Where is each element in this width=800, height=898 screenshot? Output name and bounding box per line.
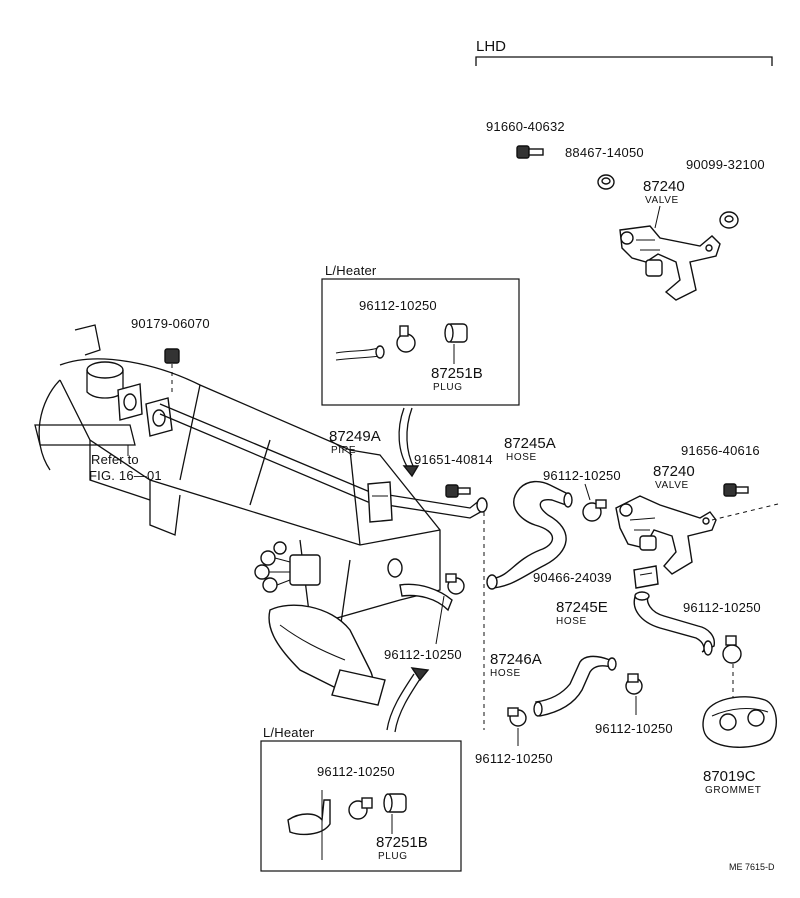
inset-bottom-plug-name: PLUG [378,851,408,862]
inset-top-arrow [398,407,409,469]
hose-e-name: HOSE [556,616,587,627]
hose-246-number: 87246A [490,651,542,668]
part-91651-40814: 91651-40814 [414,452,493,467]
engine-hose-stub-icon [399,583,453,612]
inset-bottom-clamp-icon [348,797,373,820]
inset-bottom-title: L/Heater [263,725,315,740]
inset-bottom-plug-icon [383,793,407,813]
clamp-upper-icon [582,499,607,522]
inset-bottom-arrow [394,675,423,733]
inset-top-clamp-icon [396,325,416,353]
inset-top-clamp-part: 96112-10250 [359,298,437,313]
hose-87246a-icon [533,655,617,717]
pipe-number: 87249A [329,428,381,445]
lhd-valve-assembly: 91660-40632 88467-14050 90099-32100 8724… [486,119,765,301]
figure-code: ME 7615-D [729,862,775,872]
hose-87245e-icon [633,591,715,656]
clip-90466-icon [633,565,659,589]
pipe-name: PIPE [331,445,356,456]
inset-bottom: L/Heater 96112-10250 87251B PLUG [260,725,462,872]
inset-top-plug-part: 87251B [431,365,483,382]
refer-line-1: Refer to [91,452,139,467]
inset-top-title: L/Heater [325,263,377,278]
gasket-icon [117,383,173,437]
clamp-mid-icon [625,673,643,695]
lhd-label: LHD [476,38,506,55]
part-90179-06070: 90179-06070 [131,316,210,331]
bolt-91660-icon [516,145,544,159]
valve-icon [615,495,717,575]
lhd-section: LHD [475,38,773,66]
part-91656-40616: 91656-40616 [681,443,760,458]
part-clamp-lower: 96112-10250 [475,751,553,766]
hose-a-number: 87245A [504,435,556,452]
part-clamp-mid: 96112-10250 [595,721,673,736]
grommet-number: 87019C [703,768,756,785]
part-clamp-engine: 96112-10250 [384,647,462,662]
part-clamp-upper: 96112-10250 [543,468,621,483]
bolt-91656-icon [723,483,749,497]
engine-block [34,324,441,706]
inset-bottom-clamp-part: 96112-10250 [317,764,395,779]
hose-a-name: HOSE [506,452,537,463]
part-clamp-right: 96112-10250 [683,600,761,615]
part-90099-32100: 90099-32100 [686,157,765,172]
inset-top-plug-name: PLUG [433,382,463,393]
grommet-icon [702,696,777,748]
part-88467-14050: 88467-14050 [565,145,644,160]
valve-lhd-name: VALVE [645,195,679,206]
nut-88467-icon [597,174,615,190]
part-91660-40632: 91660-40632 [486,119,565,134]
grommet-name: GROMMET [705,785,761,796]
distributor-icon [254,541,321,593]
hose-e-number: 87245E [556,599,608,616]
inset-top: L/Heater 96112-10250 87251B PLUG [321,263,520,406]
valve-number: 87240 [653,463,695,480]
valve-name: VALVE [655,480,689,491]
bolt-90179-icon [164,348,180,396]
valve-lhd-number: 87240 [643,178,685,195]
part-90466-24039: 90466-24039 [533,570,612,585]
clamp-right-icon [722,635,742,664]
bolt-91651-icon [445,484,471,498]
pipe-87249a-icon [159,403,488,523]
inset-bottom-frame [260,740,462,872]
inset-top-hose-icon [335,347,379,354]
inset-top-plug-icon [444,323,468,343]
refer-line-2: FIG. 16—01 [89,468,162,483]
inset-top-frame [321,278,520,406]
hose-246-name: HOSE [490,668,521,679]
clamp-lower-icon [507,707,527,727]
hose-87245a-icon [486,480,573,590]
clamp-engine-icon [445,573,465,595]
inset-bottom-hose-icon [287,799,331,836]
valve-lhd-icon [619,225,721,301]
lhd-bracket [475,56,773,66]
inset-bottom-plug-part: 87251B [376,834,428,851]
nut-90099-icon [719,211,739,229]
